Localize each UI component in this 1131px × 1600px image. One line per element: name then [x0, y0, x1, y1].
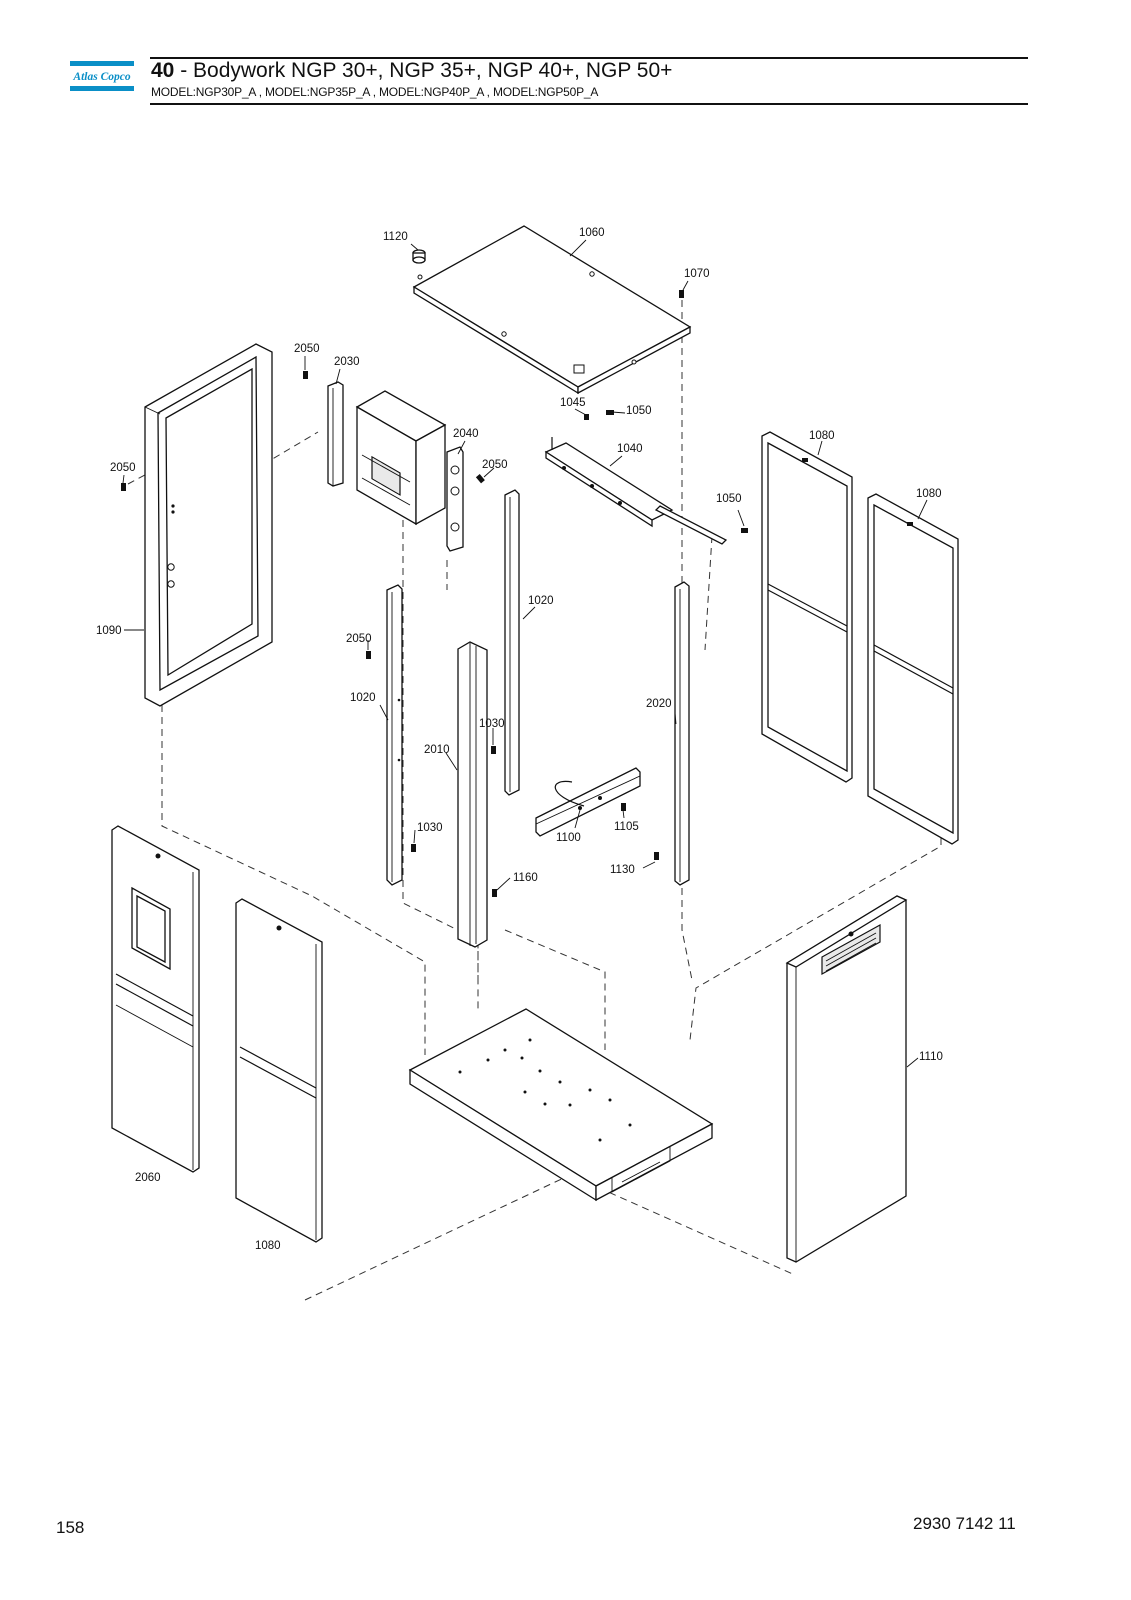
callout-leaders [122, 239, 928, 1068]
callout-1030: 1030 [417, 822, 443, 834]
base-frame [408, 1008, 714, 1202]
model-list: MODEL:NGP30P_A , MODEL:NGP35P_A , MODEL:… [151, 85, 599, 99]
part-2030-bracket [327, 381, 344, 487]
callout-1130: 1130 [610, 864, 635, 876]
callout-1080: 1080 [916, 488, 942, 500]
screws-2050 [121, 371, 485, 659]
callout-1050: 1050 [716, 493, 742, 505]
part-1070-screw [679, 290, 684, 298]
brand-logo-text: Atlas Copco [72, 71, 130, 83]
callout-1060: 1060 [579, 227, 605, 239]
callout-labels: 1120 1060 1070 2050 2030 2050 1045 1050 … [96, 227, 943, 1252]
callout-1050: 1050 [626, 405, 652, 417]
part-2060-front-door [111, 825, 200, 1173]
part-1040-bracket [544, 410, 748, 545]
callout-1120: 1120 [383, 231, 408, 243]
callout-2050: 2050 [294, 343, 320, 355]
part-1080-side-panel-b [867, 493, 959, 845]
screws-1030-1160-1130 [411, 746, 659, 897]
callout-2060: 2060 [135, 1172, 161, 1184]
callout-2020: 2020 [646, 698, 672, 710]
callout-2010: 2010 [424, 744, 450, 756]
document-number: 2930 7142 11 [913, 1514, 1016, 1533]
callout-1020: 1020 [528, 595, 554, 607]
controller-box [355, 390, 447, 526]
page-title: 40 - Bodywork NGP 30+, NGP 35+, NGP 40+,… [151, 59, 672, 83]
callout-2040: 2040 [453, 428, 479, 440]
callout-1070: 1070 [684, 268, 710, 280]
page-number: 158 [56, 1518, 85, 1537]
callout-1045: 1045 [560, 397, 586, 409]
part-1020-upright-front [386, 584, 403, 886]
callout-1020: 1020 [350, 692, 376, 704]
part-1090-door-frame [144, 343, 273, 707]
part-1020-upright-rear [504, 489, 520, 796]
callout-1110: 1110 [919, 1051, 943, 1063]
header-rule-top [150, 57, 1028, 59]
callout-2050: 2050 [482, 459, 508, 471]
callout-1040: 1040 [617, 443, 643, 455]
part-1100-crossbar [535, 767, 641, 837]
section-number: 40 [151, 59, 175, 82]
header-rule-bottom [150, 103, 1028, 105]
part-2010-upright [457, 641, 488, 948]
callout-2050: 2050 [110, 462, 136, 474]
callout-1105: 1105 [614, 821, 639, 833]
callout-1090: 1090 [96, 625, 122, 637]
part-2020-upright [674, 581, 690, 886]
callout-1100: 1100 [556, 832, 581, 844]
callout-2050: 2050 [346, 633, 372, 645]
part-1110-side-panel [785, 895, 908, 1263]
part-1080-front-panel [235, 898, 323, 1243]
callout-1080: 1080 [255, 1240, 281, 1252]
callout-1080: 1080 [809, 430, 835, 442]
brand-logo: Atlas Copco [70, 61, 134, 91]
callout-1160: 1160 [513, 872, 538, 884]
part-1060-top-cover [412, 225, 692, 395]
callout-1030: 1030 [479, 718, 505, 730]
part-1120-plug [412, 249, 426, 264]
part-1080-side-panel-a [761, 431, 853, 783]
callout-2030: 2030 [334, 356, 360, 368]
section-title: - Bodywork NGP 30+, NGP 35+, NGP 40+, NG… [174, 59, 673, 82]
part-2040-bracket [446, 446, 464, 552]
